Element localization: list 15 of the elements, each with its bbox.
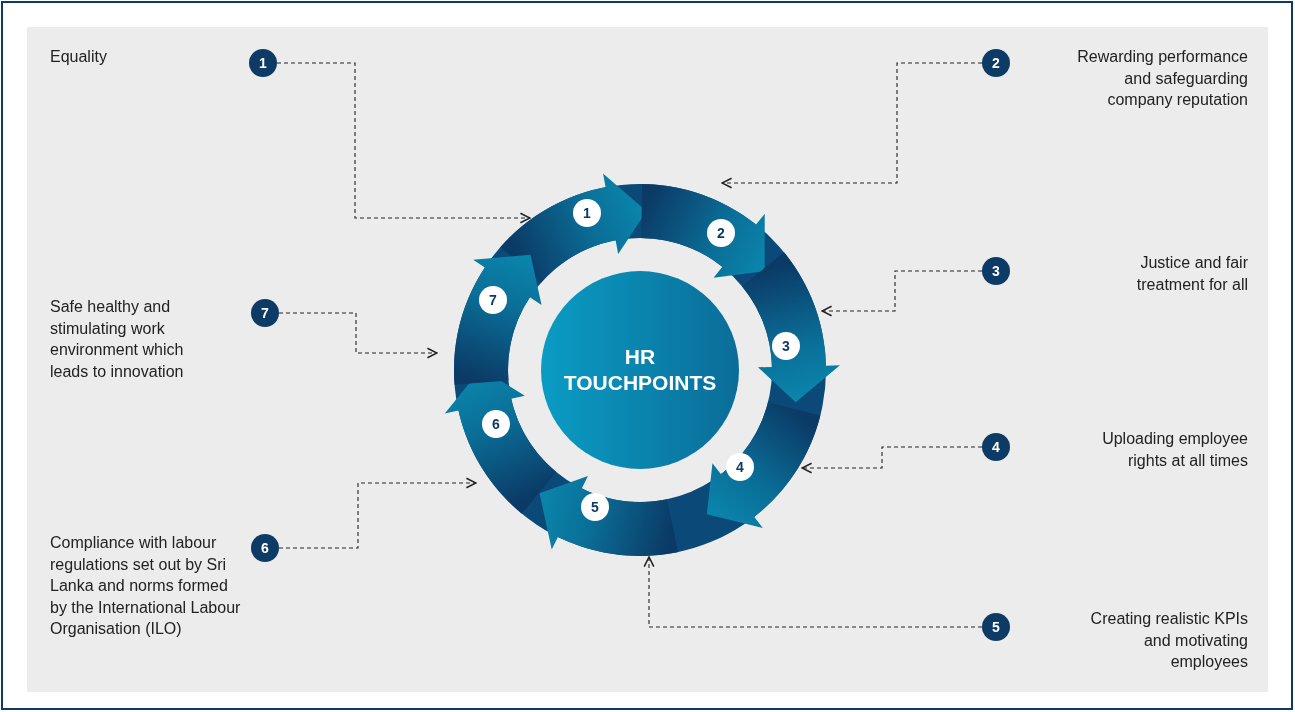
dashed-connector-arrow xyxy=(801,446,983,474)
dashed-connector-arrow xyxy=(643,556,983,628)
center-title: HR TOUCHPOINTS xyxy=(562,344,718,396)
dashed-connector-arrow xyxy=(721,62,983,189)
touchpoint-description: Justice and fair treatment for all xyxy=(1135,253,1248,295)
dashed-connector-arrow xyxy=(276,62,531,224)
touchpoint-description: Compliance with labour regulations set out by Sri Lanka and norms formed by the International Labour Organisation (ILO) xyxy=(50,533,242,639)
touchpoint-description: Safe healthy and stimulating work environment which leads to innovation xyxy=(50,297,185,382)
touchpoint-description: Uploading employee rights at all times xyxy=(1101,429,1248,471)
dashed-connector-arrow xyxy=(278,312,438,359)
touchpoint-description: Rewarding performance and safeguarding company reputation xyxy=(1076,47,1248,110)
touchpoint-description: Creating realistic KPIs and motivating employees xyxy=(1089,609,1248,672)
dashed-connector-arrow xyxy=(278,477,477,549)
touchpoint-description: Equality xyxy=(50,47,108,67)
dashed-connector-arrow xyxy=(821,270,983,317)
